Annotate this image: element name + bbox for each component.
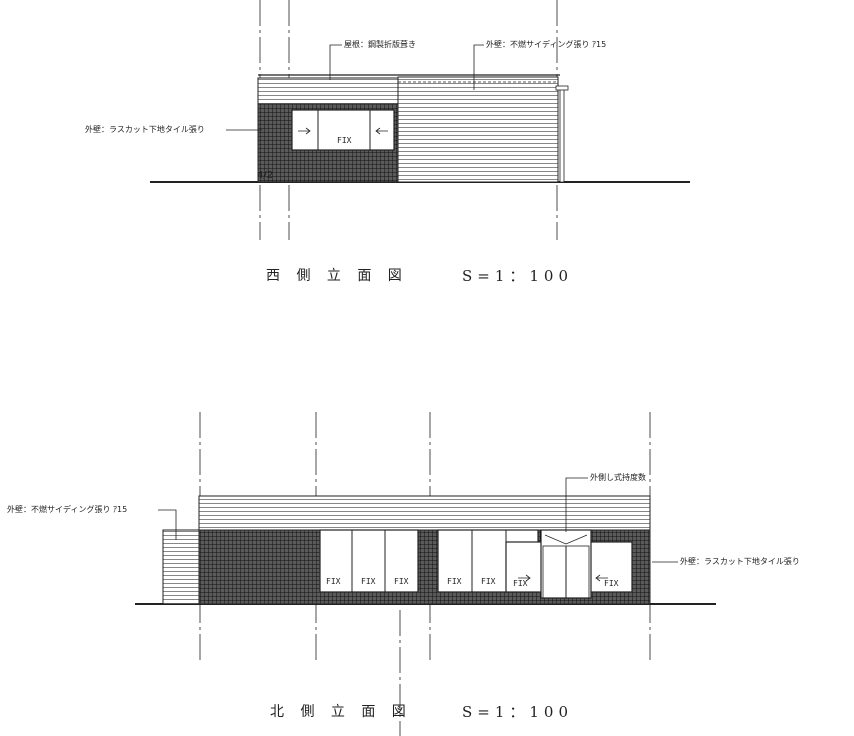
west-roof-note: 屋根：鋼製折版葺き <box>344 40 416 49</box>
north-window-fix-label: FIX <box>447 577 462 586</box>
north-annex-wall <box>162 529 200 605</box>
north-elevation-title: 北 側 立 面 図 <box>270 704 412 720</box>
north-wall-note-right: 外壁：ラスカット下地タイル張り <box>680 557 800 566</box>
north-window-fix-label: FIX <box>513 579 528 588</box>
west-leader-lines <box>226 44 484 131</box>
west-elevation-title: 西 側 立 面 図 <box>266 268 408 284</box>
west-elevation-scale: S=1：100 <box>462 267 574 285</box>
west-roof-slope: 4/2 <box>257 170 273 181</box>
west-slide-arrow-icon <box>375 127 388 135</box>
north-elevation-scale: S=1：100 <box>462 703 574 721</box>
north-window-fix-label: FIX <box>481 577 496 586</box>
west-siding-wall <box>397 76 559 183</box>
west-window-fix-label: FIX <box>337 136 352 145</box>
west-wall-note-left: 外壁：ラスカット下地タイル張り <box>85 125 205 134</box>
west-slide-arrow-icon <box>298 127 311 135</box>
north-window-fix-label: FIX <box>604 579 619 588</box>
north-siding-band <box>198 495 651 531</box>
north-window-fix-label: FIX <box>394 577 409 586</box>
north-window-fix-label: FIX <box>361 577 376 586</box>
west-downspout <box>559 87 565 183</box>
north-slide-arrow-icon <box>518 574 531 582</box>
north-slide-arrow-icon <box>595 574 608 582</box>
north-wall-note-left: 外壁：不燃サイディング張り ｱ15 <box>7 505 128 514</box>
north-door-note: 外側し式持度数 <box>590 473 646 482</box>
west-left-roof-band <box>257 77 399 105</box>
north-elevation: FIX FIX FIX FIX FIX FIX FIX <box>135 412 716 736</box>
north-leader-lines <box>158 477 678 563</box>
north-window-group-1 <box>319 529 419 593</box>
west-wall-note-right: 外壁：不燃サイディング張り ｱ15 <box>486 40 607 49</box>
west-elevation: FIX 4/2 <box>150 0 690 240</box>
north-window-fix-label: FIX <box>326 577 341 586</box>
